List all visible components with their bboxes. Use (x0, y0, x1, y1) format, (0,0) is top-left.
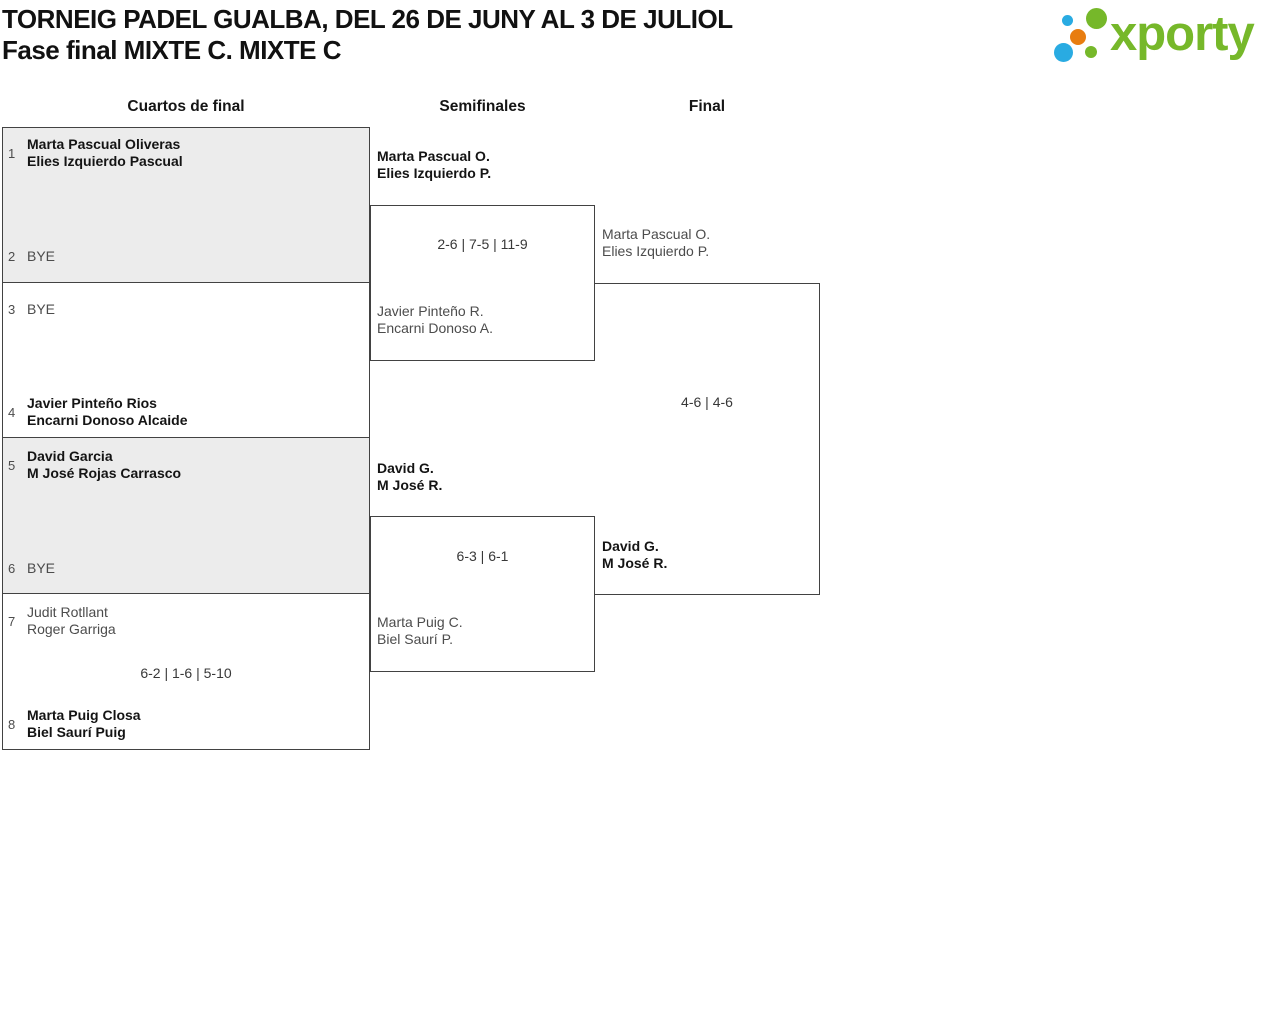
qf4-team2-entry: 8 Marta Puig Closa Biel Saurí Puig (8, 707, 141, 741)
seed-number: 2 (8, 249, 16, 264)
sf1-score: 2-6 | 7-5 | 11-9 (437, 236, 528, 252)
page-subtitle: Fase final MIXTE C. MIXTE C (2, 35, 342, 65)
qf-match-4-box (2, 593, 370, 750)
team-name: David Garcia M José Rojas Carrasco (27, 448, 182, 481)
logo-dot-blue-large (1054, 43, 1073, 62)
logo-dot-orange (1070, 29, 1086, 45)
sf1-team2-label: Javier Pinteño R. Encarni Donoso A. (377, 303, 493, 336)
logo-dot-green-small (1085, 46, 1097, 58)
team-name: BYE (27, 248, 56, 264)
qf-match-1-box (2, 127, 370, 283)
qf3-team1-entry: 5 David Garcia M José Rojas Carrasco (8, 448, 181, 482)
seed-number: 7 (8, 613, 16, 629)
sf2-team2-label: Marta Puig C. Biel Saurí P. (377, 614, 463, 647)
qf1-team1-entry: 1 Marta Pascual Oliveras Elies Izquierdo… (8, 136, 183, 170)
page-title: TORNEIG PADEL GUALBA, DEL 26 DE JUNY AL … (2, 4, 733, 34)
final-team1-label: Marta Pascual O. Elies Izquierdo P. (602, 226, 711, 259)
qf4-team1-entry: 7 Judit Rotllant Roger Garriga (8, 604, 116, 638)
final-match-box (594, 283, 820, 595)
xporty-logo[interactable]: xporty (1050, 0, 1280, 75)
team-name: Judit Rotllant Roger Garriga (27, 604, 116, 637)
seed-number: 4 (8, 404, 16, 420)
qf2-team2-entry: 4 Javier Pinteño Rios Encarni Donoso Alc… (8, 395, 188, 429)
logo-dot-green-large (1086, 8, 1107, 29)
seed-number: 5 (8, 457, 16, 473)
qf1-team2-entry: 2 BYE (8, 248, 55, 265)
qf4-score: 6-2 | 1-6 | 5-10 (140, 665, 232, 681)
team-name: BYE (27, 560, 56, 576)
sf2-score: 6-3 | 6-1 (456, 548, 509, 564)
qf-match-3-box (2, 437, 370, 594)
team-name: Marta Puig Closa Biel Saurí Puig (27, 707, 141, 740)
logo-wordmark: xporty (1110, 7, 1255, 61)
sf-match-1-box (370, 205, 595, 361)
final-team2-label: David G. M José R. (602, 538, 668, 571)
sf2-team1-label: David G. M José R. (377, 460, 443, 493)
qf2-team1-entry: 3 BYE (8, 301, 55, 318)
seed-number: 1 (8, 145, 16, 161)
round-header-final: Final (688, 98, 726, 115)
final-score: 4-6 | 4-6 (681, 394, 733, 410)
sf1-team1-label: Marta Pascual O. Elies Izquierdo P. (377, 148, 492, 181)
round-header-quarterfinals: Cuartos de final (127, 98, 245, 115)
qf3-team2-entry: 6 BYE (8, 560, 55, 577)
seed-number: 3 (8, 302, 16, 317)
round-header-semifinals: Semifinales (439, 98, 526, 115)
team-name: BYE (27, 301, 56, 317)
logo-dot-blue-small (1062, 15, 1073, 26)
seed-number: 8 (8, 716, 16, 732)
team-name: Marta Pascual Oliveras Elies Izquierdo P… (27, 136, 183, 169)
sf-match-2-box (370, 516, 595, 672)
seed-number: 6 (8, 561, 16, 576)
team-name: Javier Pinteño Rios Encarni Donoso Alcai… (27, 395, 188, 428)
